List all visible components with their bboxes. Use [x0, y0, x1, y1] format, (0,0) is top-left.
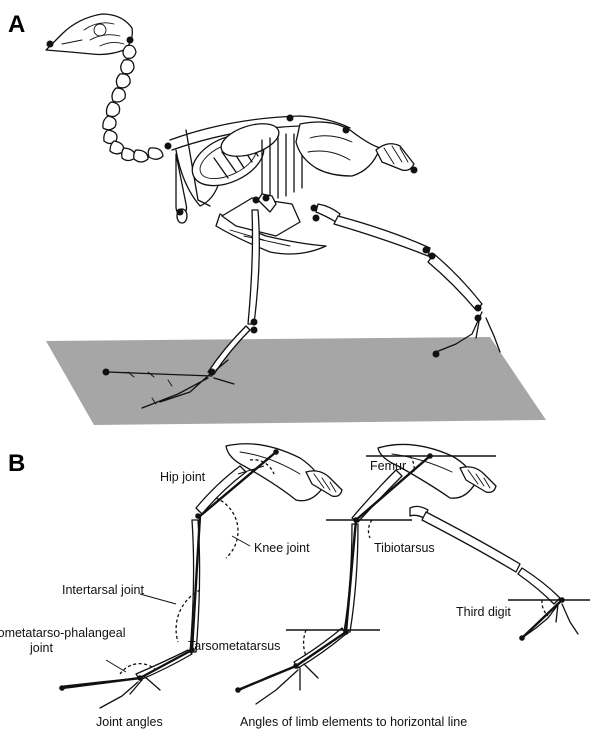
panel-b-letter: B — [8, 450, 25, 477]
tarsometatarsus-angle-arc — [304, 630, 306, 656]
pelvis — [296, 122, 380, 176]
panel-a-letter: A — [8, 11, 25, 38]
label-tarsometatarsus: Tarsometatarsus — [188, 639, 280, 653]
joint-markers-b1 — [59, 449, 279, 691]
caption-joint-angles: Joint angles — [96, 715, 163, 729]
label-tibiotarsus: Tibiotarsus — [374, 541, 435, 555]
humerus — [176, 154, 187, 216]
pygostyle — [376, 144, 414, 171]
ground-plane — [46, 337, 546, 425]
label-third-digit: Third digit — [456, 605, 511, 619]
tarsometatarsus-swing-b2 — [518, 568, 560, 604]
toes-swing-b2 — [522, 602, 578, 638]
tarsometatarsus-right — [428, 254, 482, 310]
label-mtp-joint-line2: joint — [29, 641, 53, 655]
neck-vertebrae — [103, 45, 163, 162]
tibiotarsus-right — [334, 216, 430, 256]
label-knee-joint: Knee joint — [254, 541, 310, 555]
label-mtp-joint-line1: Tarsometatarso-phalangeal — [0, 626, 125, 640]
label-intertarsal-joint: Intertarsal joint — [62, 583, 145, 597]
panel-b: B — [0, 444, 590, 729]
tibiotarsus-swing-b2 — [422, 512, 520, 572]
caption-element-angles: Angles of limb elements to horizontal li… — [240, 715, 467, 729]
panel-a: A — [8, 11, 546, 425]
label-hip-joint: Hip joint — [160, 470, 206, 484]
tibiotarsus-angle-arc — [368, 520, 372, 538]
femur-b2 — [352, 470, 402, 522]
label-femur: Femur — [370, 459, 406, 473]
knee-angle-arc — [216, 498, 238, 558]
skull — [46, 14, 132, 55]
